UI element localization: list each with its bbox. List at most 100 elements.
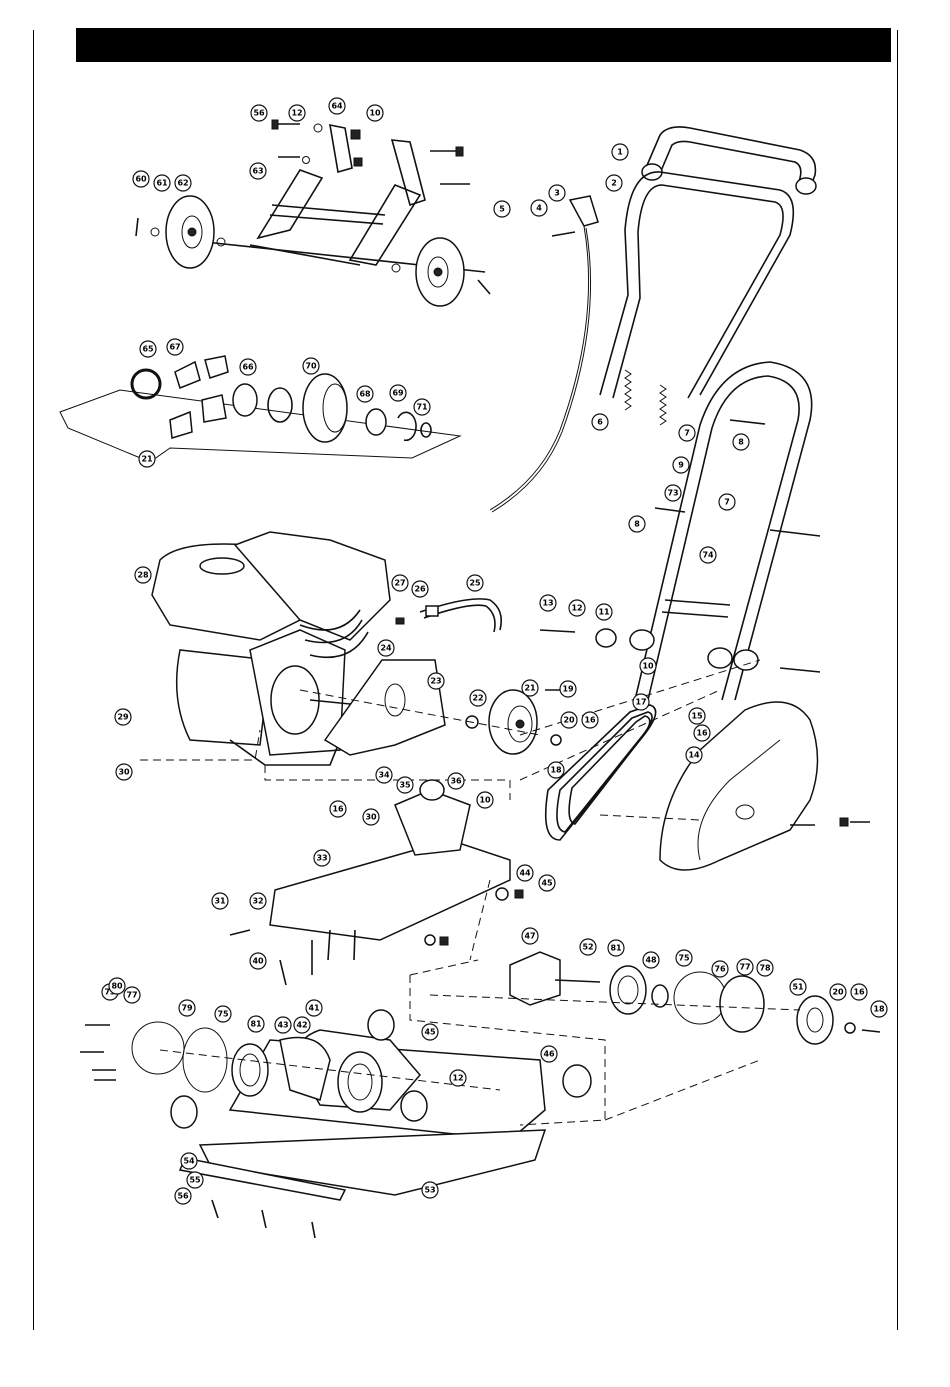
svg-text:4: 4 [536, 204, 542, 213]
callout-12-label: 12 [569, 600, 585, 616]
svg-text:66: 66 [242, 363, 254, 372]
callout-60-label: 60 [133, 171, 149, 187]
callout-43-label: 43 [275, 1017, 291, 1033]
callout-7-label: 7 [719, 494, 735, 510]
callout-30-label: 30 [116, 764, 132, 780]
svg-text:12: 12 [452, 1074, 463, 1083]
callout-69-label: 69 [390, 385, 406, 401]
callout-8-label: 8 [629, 516, 645, 532]
svg-text:17: 17 [635, 698, 646, 707]
callout-81-label: 81 [248, 1016, 264, 1032]
callout-45-label: 45 [539, 875, 555, 891]
callout-26-label: 26 [412, 581, 428, 597]
callout-51-label: 51 [790, 979, 806, 995]
belt-guard [660, 702, 870, 870]
svg-text:11: 11 [598, 608, 610, 617]
base-plate-assembly [171, 1010, 591, 1238]
svg-text:18: 18 [550, 766, 562, 775]
callout-10-label: 10 [640, 658, 656, 674]
callout-36-label: 36 [448, 773, 464, 789]
callout-16-label: 16 [694, 725, 710, 741]
callout-66-label: 66 [240, 359, 256, 375]
callout-3-label: 3 [549, 185, 565, 201]
callout-40-label: 40 [250, 953, 266, 969]
svg-text:13: 13 [542, 599, 553, 608]
svg-text:10: 10 [479, 796, 491, 805]
svg-text:51: 51 [792, 983, 804, 992]
svg-text:20: 20 [832, 988, 844, 997]
svg-text:45: 45 [424, 1028, 436, 1037]
svg-text:35: 35 [399, 781, 411, 790]
svg-text:30: 30 [365, 813, 377, 822]
svg-text:44: 44 [519, 869, 531, 878]
callout-77-label: 77 [124, 987, 140, 1003]
svg-text:29: 29 [117, 713, 129, 722]
svg-text:45: 45 [541, 879, 553, 888]
callout-14-label: 14 [686, 747, 702, 763]
svg-text:30: 30 [118, 768, 130, 777]
svg-text:5: 5 [499, 205, 505, 214]
callout-79-label: 79 [179, 1000, 195, 1016]
svg-text:24: 24 [380, 644, 392, 653]
callout-77-label: 77 [737, 959, 753, 975]
svg-text:54: 54 [183, 1157, 195, 1166]
svg-text:3: 3 [554, 189, 560, 198]
callout-61-label: 61 [154, 175, 170, 191]
callout-73-label: 73 [665, 485, 681, 501]
svg-text:67: 67 [169, 343, 180, 352]
callout-29-label: 29 [115, 709, 131, 725]
callout-8-label: 8 [733, 434, 749, 450]
svg-text:81: 81 [250, 1020, 262, 1029]
callout-47-label: 47 [522, 928, 538, 944]
callout-18-label: 18 [871, 1001, 887, 1017]
callout-80-label: 80 [109, 978, 125, 994]
svg-text:12: 12 [571, 604, 582, 613]
callout-10-label: 10 [477, 792, 493, 808]
exciter-assembly [510, 952, 880, 1044]
callout-12-label: 12 [289, 105, 305, 121]
callout-11-label: 11 [596, 604, 612, 620]
svg-text:21: 21 [524, 684, 536, 693]
svg-text:53: 53 [424, 1186, 435, 1195]
callout-17-label: 17 [633, 694, 649, 710]
callout-54-label: 54 [181, 1153, 197, 1169]
svg-text:61: 61 [156, 179, 168, 188]
callout-22-label: 22 [470, 690, 486, 706]
svg-text:68: 68 [359, 390, 371, 399]
svg-text:15: 15 [691, 712, 703, 721]
svg-text:16: 16 [853, 988, 865, 997]
pulley-assembly [325, 660, 565, 755]
svg-text:16: 16 [584, 716, 596, 725]
svg-text:64: 64 [331, 102, 343, 111]
callout-52-label: 52 [580, 939, 596, 955]
callout-32-label: 32 [250, 893, 266, 909]
svg-text:47: 47 [524, 932, 535, 941]
svg-text:56: 56 [177, 1192, 189, 1201]
callout-70-label: 70 [303, 358, 319, 374]
callout-19-label: 19 [560, 681, 576, 697]
callout-75-label: 75 [215, 1006, 231, 1022]
wheel-kit-assembly [136, 120, 490, 306]
svg-text:32: 32 [252, 897, 263, 906]
svg-text:26: 26 [414, 585, 426, 594]
callout-45-label: 45 [422, 1024, 438, 1040]
svg-text:62: 62 [177, 179, 188, 188]
callout-71-label: 71 [414, 399, 430, 415]
callout-53-label: 53 [422, 1182, 438, 1198]
svg-text:71: 71 [416, 403, 428, 412]
svg-text:40: 40 [252, 957, 264, 966]
callout-27-label: 27 [392, 575, 408, 591]
callout-74-label: 74 [700, 547, 716, 563]
callout-4-label: 4 [531, 200, 547, 216]
callout-28-label: 28 [135, 567, 151, 583]
svg-text:31: 31 [214, 897, 226, 906]
svg-text:1: 1 [617, 148, 623, 157]
svg-text:7: 7 [684, 429, 690, 438]
callout-42-label: 42 [294, 1017, 310, 1033]
svg-text:43: 43 [277, 1021, 288, 1030]
svg-text:65: 65 [142, 345, 154, 354]
svg-text:78: 78 [759, 964, 771, 973]
svg-text:77: 77 [126, 991, 137, 1000]
callout-20-label: 20 [830, 984, 846, 1000]
svg-text:18: 18 [873, 1005, 885, 1014]
